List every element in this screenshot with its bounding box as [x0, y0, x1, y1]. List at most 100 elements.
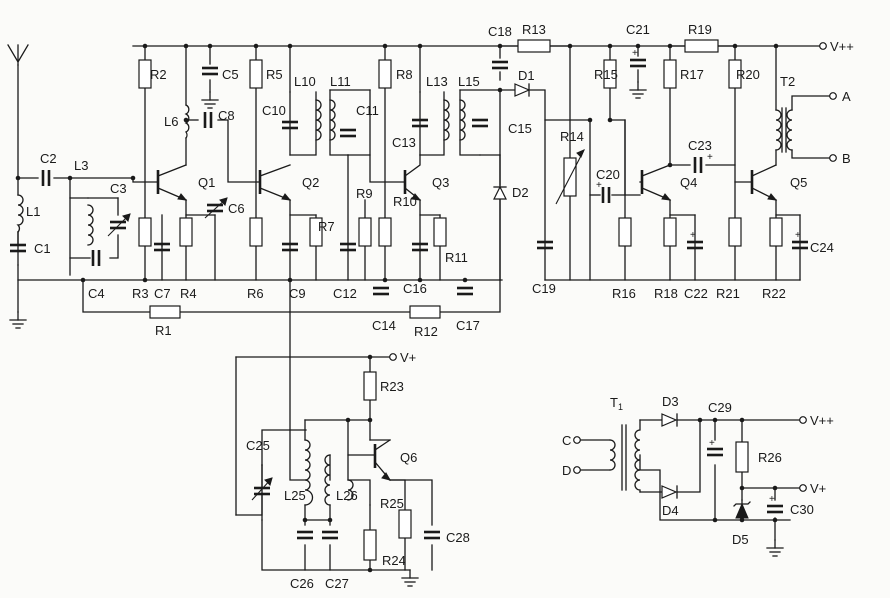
label-d3: D3	[662, 394, 679, 409]
label-c26: C26	[290, 576, 314, 591]
label-r18: R18	[654, 286, 678, 301]
label-input-d: D	[562, 463, 571, 478]
label-r12: R12	[414, 324, 438, 339]
label-c3: C3	[110, 181, 127, 196]
label-vp-psu: V+	[810, 481, 826, 496]
label-output-b: B	[842, 151, 851, 166]
label-q4: Q4	[680, 175, 697, 190]
label-c10: C10	[262, 103, 286, 118]
label-c11: C11	[356, 103, 379, 118]
label-c23: C23	[688, 138, 712, 153]
label-c7: C7	[154, 286, 171, 301]
label-r5: R5	[266, 67, 283, 82]
label-r20: R20	[736, 67, 760, 82]
label-q5: Q5	[790, 175, 807, 190]
label-c13: C13	[392, 135, 416, 150]
inductor-coils	[16, 99, 793, 506]
svg-text:+: +	[596, 180, 602, 191]
label-c1: C1	[34, 241, 51, 256]
label-c6: C6	[228, 201, 245, 216]
label-c5: C5	[222, 67, 239, 82]
terminals	[389, 42, 837, 492]
component-labels: V++ V+ V++ V+ A B C D T2 T1 Q1 Q2 Q3 Q4 …	[26, 22, 854, 591]
label-c18: C18	[488, 24, 512, 39]
label-vpp-top: V++	[830, 39, 854, 54]
svg-text:+: +	[769, 494, 775, 505]
label-r14: R14	[560, 129, 584, 144]
label-r6: R6	[247, 286, 264, 301]
junctions	[15, 43, 779, 573]
label-l6: L6	[164, 114, 178, 129]
label-l11: L11	[330, 74, 351, 89]
diode-symbols	[493, 83, 751, 519]
label-r3: R3	[132, 286, 149, 301]
label-c8: C8	[218, 108, 235, 123]
label-d5: D5	[732, 532, 749, 547]
label-l13: L13	[426, 74, 448, 89]
label-c9: C9	[289, 286, 306, 301]
label-r15: R15	[594, 67, 618, 82]
label-c17: C17	[456, 318, 480, 333]
label-c14: C14	[372, 318, 396, 333]
label-d1: D1	[518, 68, 535, 83]
label-d4: D4	[662, 503, 679, 518]
label-r26: R26	[758, 450, 782, 465]
label-d2: D2	[512, 185, 529, 200]
label-r2: R2	[150, 67, 167, 82]
ground-icon	[201, 91, 219, 109]
label-l26: L26	[336, 488, 358, 503]
label-c29: C29	[708, 400, 732, 415]
resistor-bodies	[138, 39, 783, 561]
ground-icon	[629, 81, 647, 99]
label-l25: L25	[284, 488, 306, 503]
label-output-a: A	[842, 89, 851, 104]
label-r7: R7	[318, 219, 335, 234]
label-r10: R10	[393, 194, 417, 209]
label-r1: R1	[155, 323, 172, 338]
label-c16: C16	[403, 281, 427, 296]
label-r4: R4	[180, 286, 197, 301]
label-c24: C24	[810, 240, 834, 255]
label-c28: C28	[446, 530, 470, 545]
label-t2: T2	[780, 74, 795, 89]
label-r19: R19	[688, 22, 712, 37]
svg-text:+: +	[690, 230, 696, 241]
label-q1: Q1	[198, 175, 215, 190]
label-c30: C30	[790, 502, 814, 517]
label-c25: C25	[246, 438, 270, 453]
label-r8: R8	[396, 67, 413, 82]
svg-text:+: +	[707, 152, 713, 163]
label-r23: R23	[380, 379, 404, 394]
label-c4: C4	[88, 286, 105, 301]
label-c21: C21	[626, 22, 650, 37]
label-vpp-psu: V++	[810, 413, 834, 428]
label-c15: C15	[508, 121, 532, 136]
label-vp-osc: V+	[400, 350, 416, 365]
svg-text:+: +	[632, 48, 638, 59]
label-l3: L3	[74, 158, 88, 173]
label-r13: R13	[522, 22, 546, 37]
label-input-c: C	[562, 433, 571, 448]
label-l15: L15	[458, 74, 480, 89]
label-c12: C12	[333, 286, 357, 301]
ground-icon	[9, 311, 27, 329]
label-r9: R9	[356, 186, 373, 201]
label-q2: Q2	[302, 175, 319, 190]
label-r25: R25	[380, 496, 404, 511]
label-r24: R24	[382, 553, 406, 568]
capacitor-plates: + + + + + + +	[10, 48, 808, 540]
transistor-symbols	[156, 154, 778, 481]
svg-text:+: +	[795, 230, 801, 241]
label-t1: T1	[610, 395, 623, 412]
label-l10: L10	[294, 74, 316, 89]
label-r16: R16	[612, 286, 636, 301]
label-c19: C19	[532, 281, 556, 296]
svg-text:+: +	[709, 438, 715, 449]
label-c2: C2	[40, 151, 57, 166]
label-c27: C27	[325, 576, 349, 591]
label-r22: R22	[762, 286, 786, 301]
wires	[17, 45, 831, 571]
label-r21: R21	[716, 286, 740, 301]
label-r17: R17	[680, 67, 704, 82]
